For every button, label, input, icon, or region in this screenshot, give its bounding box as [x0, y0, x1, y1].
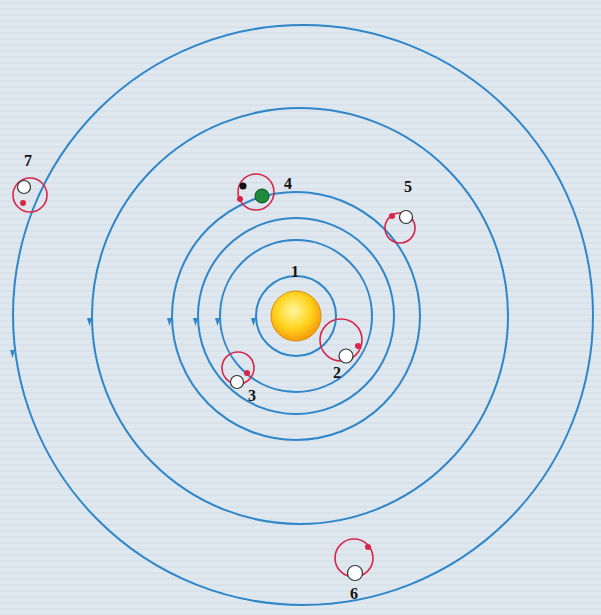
epicycles — [13, 174, 415, 577]
orbits — [13, 25, 593, 605]
callout-number: 3 — [248, 388, 256, 404]
callout-number: 1 — [291, 264, 299, 280]
callout-number: 5 — [404, 179, 412, 195]
callout-number: 2 — [333, 365, 341, 381]
sun — [271, 291, 321, 341]
epicycle-dots — [20, 196, 395, 550]
callout-number: 7 — [24, 153, 32, 169]
callout-number: 4 — [284, 176, 292, 192]
orbit-arrows — [10, 318, 256, 358]
callout-number: 6 — [350, 586, 358, 602]
earth — [255, 189, 269, 203]
planets — [18, 181, 413, 581]
moon — [240, 183, 247, 190]
